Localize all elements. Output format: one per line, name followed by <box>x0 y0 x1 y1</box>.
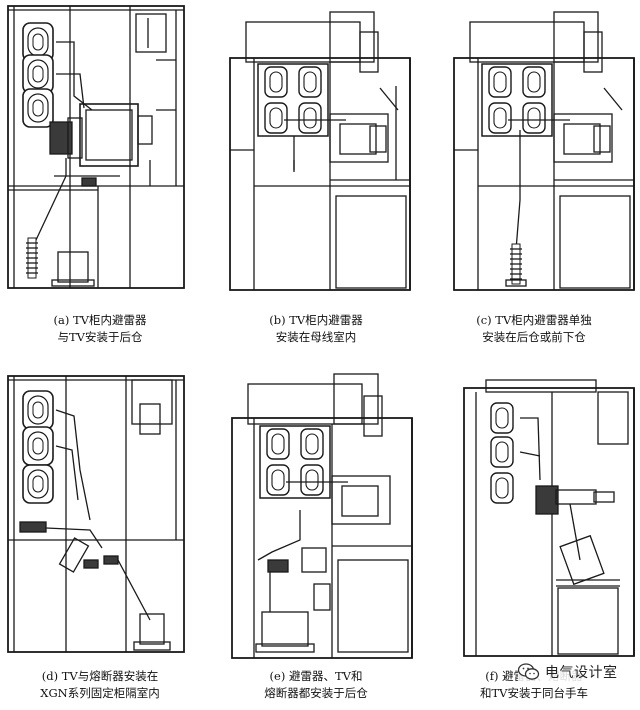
caption-e-line-1: (e) 避雷器、TV和 <box>269 669 363 683</box>
diagram-f <box>463 379 635 657</box>
caption-f-line-2: 和TV安装于同台手车 <box>480 686 588 700</box>
diagram-e <box>231 373 413 659</box>
caption-a-line-2: 与TV安装于后仓 <box>57 330 143 344</box>
caption-a-line-1: (a) TV柜内避雷器 <box>53 313 147 327</box>
caption-d: (d) TV与熔断器安装在 XGN系列固定柜隔室内 <box>0 668 200 702</box>
caption-b-line-1: (b) TV柜内避雷器 <box>269 313 363 327</box>
caption-b-line-2: 安装在母线室内 <box>275 330 357 344</box>
caption-e: (e) 避雷器、TV和 熔断器都安装于后仓 <box>216 668 416 702</box>
watermark: 电气设计室 <box>518 660 636 684</box>
diagram-c <box>453 11 635 291</box>
caption-c-line-2: 安装在后仓或前下仓 <box>482 330 586 344</box>
caption-c-line-1: (c) TV柜内避雷器单独 <box>476 313 592 327</box>
caption-b: (b) TV柜内避雷器 安装在母线室内 <box>216 312 416 346</box>
caption-a: (a) TV柜内避雷器 与TV安装于后仓 <box>0 312 200 346</box>
diagram-d <box>7 375 185 653</box>
caption-e-line-2: 熔断器都安装于后仓 <box>264 686 368 700</box>
diagram-b <box>229 11 411 291</box>
watermark-text: 电气设计室 <box>545 665 618 681</box>
caption-d-line-1: (d) TV与熔断器安装在 <box>41 669 159 683</box>
wechat-icon <box>518 663 540 680</box>
caption-d-line-2: XGN系列固定柜隔室内 <box>40 686 160 700</box>
caption-c: (c) TV柜内避雷器单独 安装在后仓或前下仓 <box>434 312 634 346</box>
diagram-a <box>7 5 185 289</box>
